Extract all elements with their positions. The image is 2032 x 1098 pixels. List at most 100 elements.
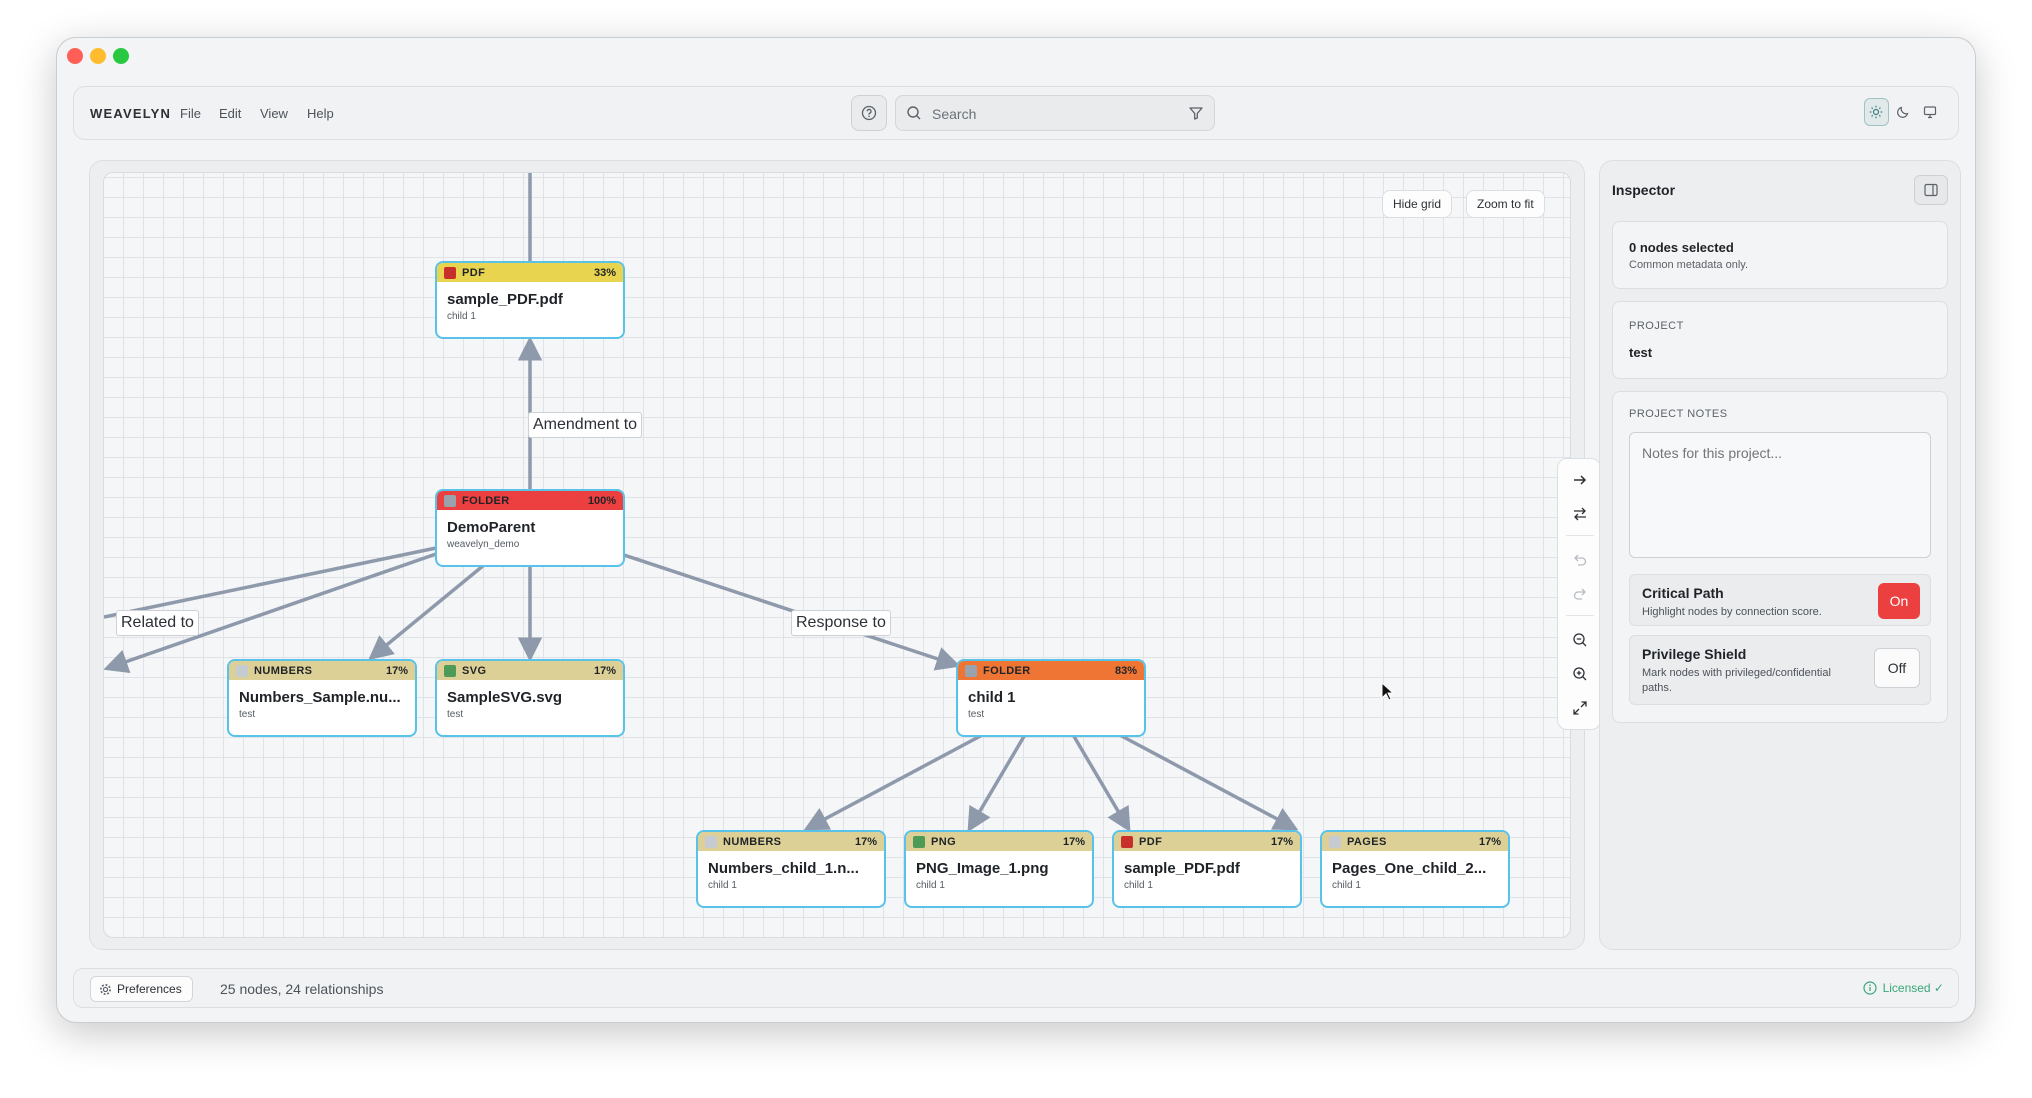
edge-child-png — [967, 732, 1028, 833]
node-subtitle: child 1 — [1124, 880, 1153, 891]
critical-path-toggle[interactable]: On — [1878, 583, 1920, 619]
node-score: 33% — [593, 266, 616, 279]
preferences-button[interactable]: Preferences — [90, 976, 193, 1002]
dark-theme-button[interactable] — [1891, 98, 1916, 126]
node-title: Numbers_child_1.n... — [708, 860, 859, 877]
status-bar: Preferences 25 nodes, 24 relationships L… — [73, 968, 1959, 1008]
node-score: 100% — [587, 494, 616, 507]
node-title: child 1 — [968, 689, 1016, 706]
privilege-shield-title: Privilege Shield — [1642, 646, 1747, 662]
zoom-in-icon — [1573, 667, 1587, 681]
zoom-out-icon — [1573, 633, 1587, 647]
node-child-1[interactable]: FOLDER 83% child 1 test — [956, 659, 1146, 737]
project-notes-label: PROJECT NOTES — [1629, 408, 1728, 420]
node-title: PNG_Image_1.png — [916, 860, 1049, 877]
critical-path-row: Critical Path Highlight nodes by connect… — [1629, 574, 1931, 626]
monitor-icon — [1923, 106, 1936, 119]
edge-response — [623, 553, 961, 671]
node-subtitle: child 1 — [708, 880, 737, 891]
light-theme-button[interactable] — [1864, 98, 1889, 126]
help-button[interactable] — [851, 95, 887, 131]
redo-icon — [1573, 588, 1586, 600]
edge-related-2 — [104, 552, 437, 674]
system-theme-button[interactable] — [1917, 98, 1942, 126]
project-label: PROJECT — [1629, 320, 1684, 332]
zoom-out-button[interactable] — [1569, 629, 1591, 651]
selection-note: Common metadata only. — [1629, 259, 1749, 271]
menu-view[interactable]: View — [260, 106, 288, 121]
menu-edit[interactable]: Edit — [219, 106, 242, 121]
menu-file[interactable]: File — [180, 106, 201, 121]
search-icon — [907, 106, 921, 120]
edge-label-amendment[interactable]: Amendment to — [528, 412, 643, 438]
node-subtitle: weavelyn_demo — [447, 539, 520, 550]
edge-child-numbers — [803, 731, 987, 831]
undo-button[interactable] — [1569, 549, 1591, 571]
graph-canvas[interactable]: Hide grid Zoom to fit Amendment to Relat… — [103, 172, 1571, 938]
node-type: NUMBERS — [723, 835, 782, 848]
node-subtitle: child 1 — [447, 311, 476, 322]
hide-grid-button[interactable]: Hide grid — [1382, 190, 1453, 218]
zoom-to-fit-button[interactable]: Zoom to fit — [1466, 190, 1545, 218]
project-card: PROJECT test — [1612, 301, 1948, 379]
edge-label-response[interactable]: Response to — [791, 610, 891, 636]
connect-button[interactable] — [1569, 469, 1591, 491]
node-type: PNG — [931, 835, 957, 848]
pages-icon — [1329, 835, 1341, 848]
node-title: Pages_One_child_2... — [1332, 860, 1487, 877]
info-icon — [1862, 981, 1877, 995]
app-brand: WEAVELYN — [90, 106, 172, 121]
node-type: FOLDER — [983, 664, 1031, 677]
node-subtitle: child 1 — [1332, 880, 1361, 891]
node-type: NUMBERS — [254, 664, 313, 677]
license-status[interactable]: Licensed ✓ — [1862, 981, 1944, 995]
edge-to-numbers — [368, 563, 486, 661]
node-type: SVG — [462, 664, 487, 677]
redo-button[interactable] — [1569, 583, 1591, 605]
node-type: PDF — [462, 266, 486, 279]
critical-path-title: Critical Path — [1642, 585, 1724, 601]
search-input[interactable]: Search — [895, 95, 1215, 131]
edge-child-pages — [1115, 731, 1299, 831]
collapse-inspector-button[interactable] — [1914, 175, 1948, 205]
sidebar-icon — [1924, 183, 1938, 197]
swap-icon — [1574, 507, 1586, 521]
numbers-icon — [236, 664, 248, 677]
node-subtitle: test — [239, 709, 256, 720]
toolbar-divider — [1566, 535, 1594, 536]
mouse-cursor-icon — [1381, 682, 1395, 701]
filter-icon[interactable] — [1188, 105, 1204, 121]
edge-related-1 — [104, 546, 437, 619]
window-maximize-button[interactable] — [113, 48, 129, 64]
edges-layer — [104, 173, 1299, 833]
node-title: DemoParent — [447, 519, 536, 536]
node-title: sample_PDF.pdf — [1124, 860, 1240, 877]
question-icon — [861, 105, 877, 121]
edge-label-related[interactable]: Related to — [116, 610, 199, 636]
fullscreen-button[interactable] — [1569, 697, 1591, 719]
node-score: 17% — [385, 664, 408, 677]
edge-child-pdf — [1070, 732, 1131, 833]
menu-help[interactable]: Help — [307, 106, 334, 121]
node-subtitle: test — [968, 709, 985, 720]
moon-icon — [1897, 106, 1909, 118]
zoom-in-button[interactable] — [1569, 663, 1591, 685]
canvas-toolbar — [1557, 458, 1601, 730]
project-notes-textarea[interactable] — [1629, 432, 1931, 558]
inspector-title: Inspector — [1612, 182, 1676, 198]
window-close-button[interactable] — [67, 48, 83, 64]
privilege-shield-toggle[interactable]: Off — [1874, 648, 1920, 688]
swap-direction-button[interactable] — [1569, 503, 1591, 525]
window-minimize-button[interactable] — [90, 48, 106, 64]
critical-path-desc: Highlight nodes by connection score. — [1642, 606, 1822, 618]
node-score: 83% — [1114, 664, 1137, 677]
